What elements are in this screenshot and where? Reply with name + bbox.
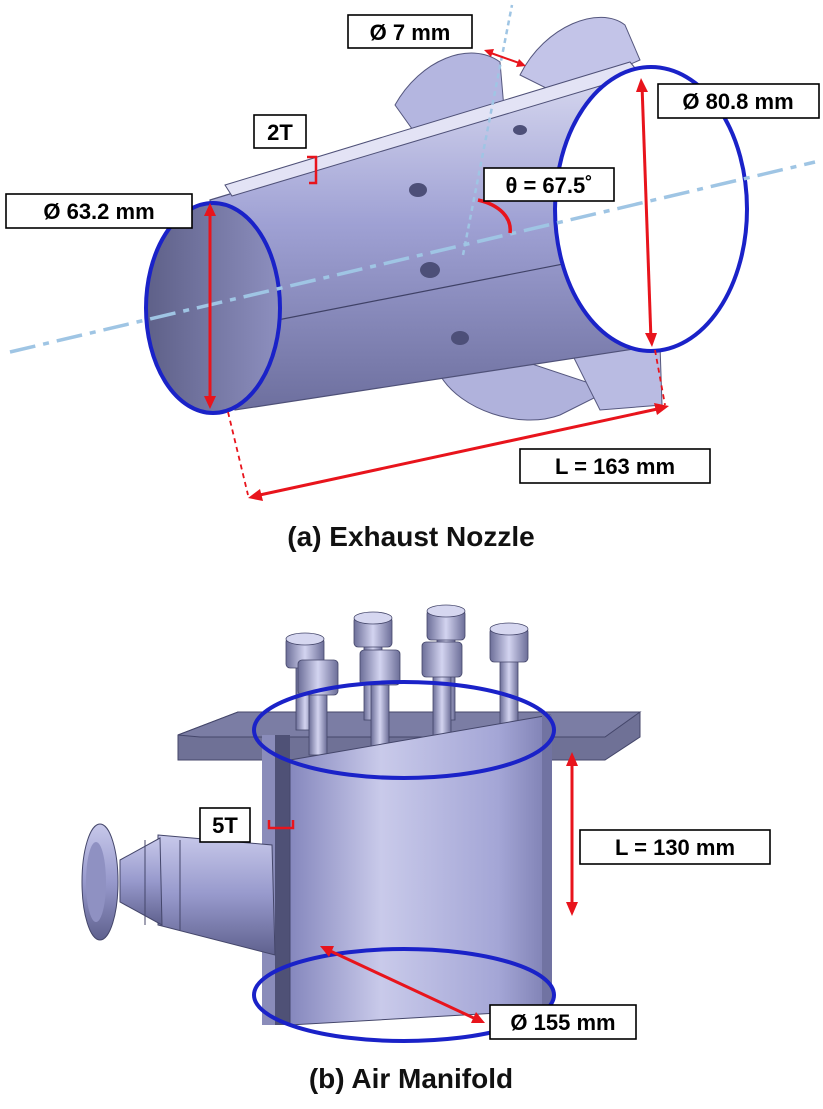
inlet-diameter-ellipse bbox=[144, 201, 282, 415]
manifold-diameter-arrowhead-right bbox=[471, 1012, 485, 1023]
svg-text:θ = 67.5˚: θ = 67.5˚ bbox=[505, 173, 592, 198]
manifold-wall-thickness-bracket bbox=[267, 820, 295, 830]
svg-text:Ø 63.2 mm: Ø 63.2 mm bbox=[43, 199, 154, 224]
hole-arrowhead-right bbox=[516, 59, 526, 67]
nozzle-flange-lower bbox=[439, 359, 612, 421]
manifold-length-arrowhead-top bbox=[566, 752, 578, 766]
hole-diameter-label: Ø 7 mm bbox=[347, 14, 473, 49]
inlet-diameter-label: Ø 63.2 mm bbox=[5, 193, 193, 229]
nozzle-center-axis bbox=[9, 160, 816, 354]
nozzle-length-label: L = 163 mm bbox=[519, 448, 711, 484]
manifold-diameter-arrow bbox=[325, 947, 479, 1022]
nozzle-outlet-interior bbox=[555, 67, 747, 351]
hole-diameter-arrow bbox=[487, 51, 523, 65]
hole-axis bbox=[461, 4, 514, 256]
manifold-wall-thickness-label-5t: 5T bbox=[199, 807, 251, 843]
outlet-diameter-ellipse bbox=[553, 65, 749, 353]
svg-text:L = 163 mm: L = 163 mm bbox=[555, 454, 675, 479]
nozzle-flange-top-right bbox=[519, 16, 641, 96]
fitting-7 bbox=[489, 622, 529, 741]
nozzle-hole-1 bbox=[409, 183, 427, 197]
outlet-arrowhead-top bbox=[636, 78, 648, 92]
length-arrowhead-right bbox=[654, 403, 669, 415]
length-arrow bbox=[254, 406, 663, 498]
svg-text:2T: 2T bbox=[267, 120, 293, 145]
manifold-inlet-pipe bbox=[81, 823, 276, 956]
manifold-length-arrowhead-bottom bbox=[566, 902, 578, 916]
svg-text:Ø 155 mm: Ø 155 mm bbox=[510, 1010, 615, 1035]
nozzle-inlet-inner bbox=[146, 202, 282, 414]
nozzle-hole-2 bbox=[420, 262, 440, 278]
manifold-diameter-label: Ø 155 mm bbox=[489, 1004, 637, 1040]
caption-air-manifold: (b) Air Manifold bbox=[309, 1063, 513, 1094]
length-extension-right bbox=[654, 349, 666, 406]
manifold-top-plate-face bbox=[177, 711, 642, 738]
exhaust-nozzle-figure: Ø 7 mm 2T Ø 80.8 mm Ø 63.2 mm θ = 67.5˚ … bbox=[5, 4, 820, 552]
svg-text:Ø 7 mm: Ø 7 mm bbox=[370, 20, 451, 45]
air-manifold-figure: 5T L = 130 mm Ø 155 mm (b) Air Manifold bbox=[81, 604, 771, 1094]
wall-thickness-bracket bbox=[307, 155, 318, 185]
length-extension-left bbox=[227, 411, 249, 496]
length-arrowhead-left bbox=[248, 489, 263, 501]
inlet-arrowhead-bottom bbox=[204, 396, 216, 409]
manifold-length-label: L = 130 mm bbox=[579, 829, 771, 865]
manifold-bottom-ellipse bbox=[252, 947, 556, 1043]
outlet-diameter-arrow bbox=[640, 84, 653, 341]
wall-thickness-label-2t: 2T bbox=[253, 114, 307, 149]
manifold-cylinder bbox=[289, 714, 551, 1026]
caption-exhaust-nozzle: (a) Exhaust Nozzle bbox=[287, 521, 534, 552]
nozzle-hole-3 bbox=[451, 331, 469, 345]
inlet-arrowhead-top bbox=[204, 203, 216, 216]
manifold-top-ellipse bbox=[252, 680, 556, 780]
angle-label: θ = 67.5˚ bbox=[483, 167, 615, 202]
svg-text:5T: 5T bbox=[212, 813, 238, 838]
hole-arrowhead-left bbox=[484, 49, 494, 57]
manifold-diameter-arrowhead-left bbox=[320, 946, 334, 957]
outlet-diameter-label: Ø 80.8 mm bbox=[657, 83, 820, 119]
outlet-arrowhead-bottom bbox=[645, 333, 657, 347]
svg-text:L = 130 mm: L = 130 mm bbox=[615, 835, 735, 860]
svg-text:Ø 80.8 mm: Ø 80.8 mm bbox=[682, 89, 793, 114]
manifold-right-edge bbox=[542, 715, 552, 1010]
nozzle-hole-4 bbox=[513, 125, 527, 135]
